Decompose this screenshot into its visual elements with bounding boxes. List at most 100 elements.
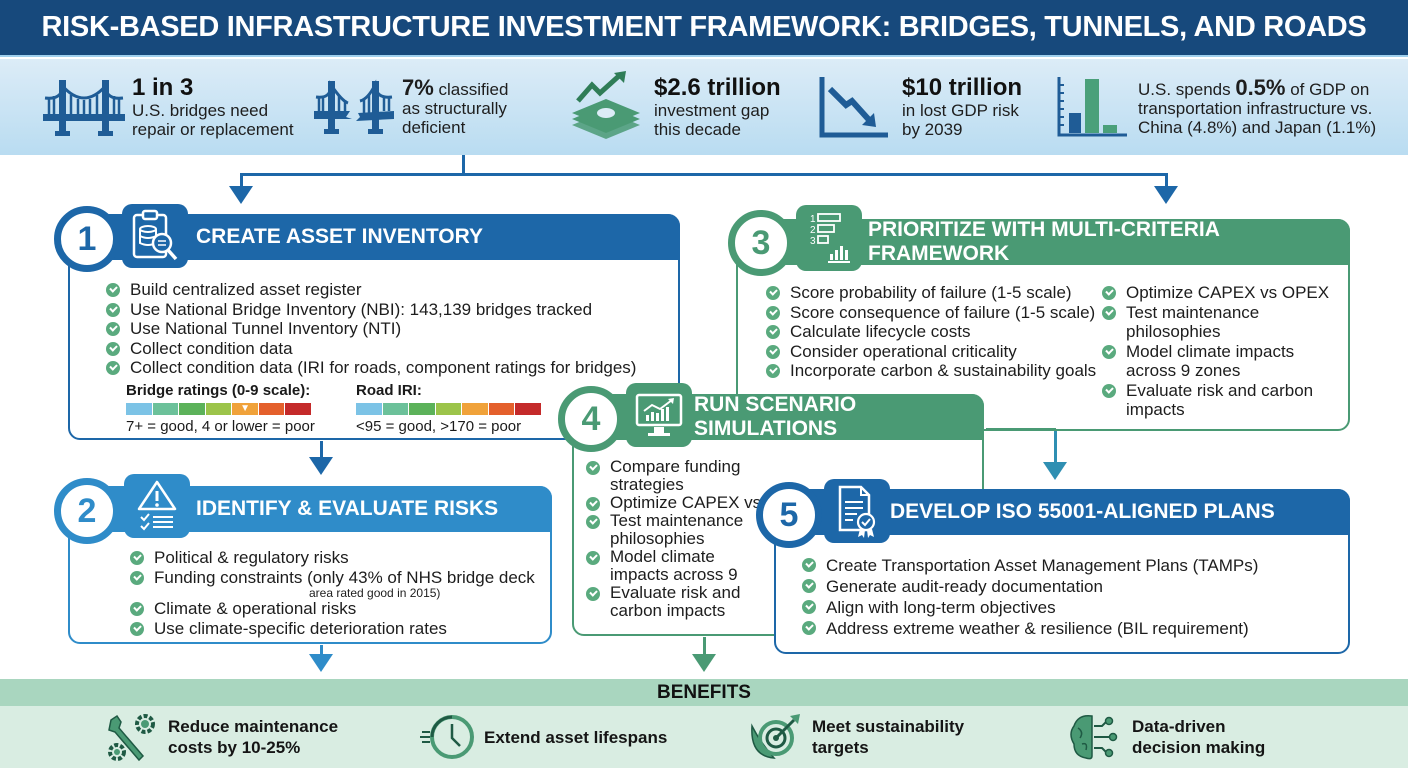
- list-item: Model climate impacts across 9: [586, 548, 766, 584]
- svg-text:3: 3: [810, 236, 816, 247]
- list-item: Collect condition data (IRI for roads, c…: [106, 358, 636, 378]
- connector-line: [1165, 173, 1168, 187]
- list-item: Use National Bridge Inventory (NBI): 143…: [106, 300, 636, 320]
- stat-desc: in lost GDP risk: [902, 101, 1019, 120]
- step-4-title: RUN SCENARIO SIMULATIONS: [694, 393, 857, 440]
- benefit-text: decision making: [1132, 738, 1266, 757]
- clipboard-database-search-icon: [122, 204, 188, 268]
- list-item: Optimize CAPEX vs: [586, 494, 766, 512]
- benefit-reduce-costs: Reduce maintenance costs by 10-25%: [104, 706, 338, 768]
- arrow-down-icon: [1154, 186, 1178, 204]
- stat-desc: U.S. spends: [1138, 79, 1236, 99]
- arrow-down-icon: [309, 654, 333, 672]
- connector-line: [986, 428, 1056, 430]
- list-item: Use climate-specific deterioration rates: [130, 619, 535, 639]
- arrow-down-icon: [1043, 462, 1067, 480]
- list-item: Score consequence of failure (1-5 scale): [766, 303, 1096, 323]
- list-item: Evaluate risk and carbon impacts: [586, 584, 766, 620]
- list-item: Model climate impacts across 9 zones: [1102, 342, 1302, 381]
- svg-text:2: 2: [810, 225, 816, 236]
- benefits-title: BENEFITS: [0, 679, 1408, 706]
- benefit-sustainability: Meet sustainability targets: [748, 706, 964, 768]
- arrow-down-icon: [309, 457, 333, 475]
- stat-desc: classified: [433, 79, 509, 99]
- step-2-number: 2: [54, 478, 120, 544]
- stat-desc: this decade: [654, 120, 741, 139]
- money-growth-icon: [564, 70, 648, 144]
- benefit-extend-lifespans: Extend asset lifespans: [420, 706, 667, 768]
- step-5-title: DEVELOP ISO 55001-ALIGNED PLANS: [890, 500, 1275, 523]
- stat-structurally-deficient: 7% classified as structurally deficient: [312, 59, 508, 155]
- step-3-title: PRIORITIZE WITH MULTI-CRITERIA FRAMEWORK: [868, 218, 1220, 265]
- svg-text:1: 1: [810, 214, 816, 225]
- stat-bridges-repair: 1 in 3 U.S. bridges need repair or repla…: [42, 59, 294, 155]
- list-item-text: Funding constraints (only 43% of NHS bri…: [154, 567, 535, 587]
- benefits-bar: Reduce maintenance costs by 10-25% Exten…: [0, 706, 1408, 768]
- fast-clock-icon: [420, 710, 474, 764]
- road-scale-caption: <95 = good, >170 = poor: [356, 418, 522, 435]
- list-item: Build centralized asset register: [106, 280, 636, 300]
- stat-value: 7%: [402, 74, 434, 100]
- list-item: Test maintenance philosophies: [1102, 303, 1342, 342]
- stat-value: 1 in 3: [132, 74, 194, 101]
- bridge-icon: [42, 70, 126, 144]
- step-5-list: Create Transportation Asset Management P…: [802, 555, 1258, 639]
- stat-desc: repair or replacement: [132, 120, 294, 139]
- step-1-title: CREATE ASSET INVENTORY: [196, 225, 484, 248]
- connector-line: [240, 173, 243, 187]
- list-item: Collect condition data: [106, 339, 636, 359]
- connector-line: [320, 645, 323, 655]
- connector-line: [240, 173, 1168, 176]
- step-1-number: 1: [54, 206, 120, 272]
- step-3-number: 3: [728, 210, 794, 276]
- page-title: RISK-BASED INFRASTRUCTURE INVESTMENT FRA…: [0, 0, 1408, 57]
- stat-desc: of GDP on: [1285, 79, 1370, 99]
- list-item: Climate & operational risks: [130, 599, 535, 619]
- list-item: Generate audit-ready documentation: [802, 576, 1258, 597]
- step-2-title: IDENTIFY & EVALUATE RISKS: [196, 497, 499, 520]
- arrow-down-icon: [229, 186, 253, 204]
- stat-desc: transportation infrastructure vs.: [1138, 98, 1373, 118]
- step-3-list-left: Score probability of failure (1-5 scale)…: [766, 283, 1096, 381]
- step-4-number: 4: [558, 386, 624, 452]
- stat-desc: investment gap: [654, 101, 770, 120]
- stat-desc: U.S. bridges need: [132, 101, 269, 120]
- step-3-list-right: Optimize CAPEX vs OPEX Test maintenance …: [1102, 283, 1342, 420]
- warning-checklist-icon: [124, 474, 190, 538]
- list-item: Address extreme weather & resilience (BI…: [802, 618, 1258, 639]
- list-item: Score probability of failure (1-5 scale): [766, 283, 1096, 303]
- arrow-down-icon: [692, 654, 716, 672]
- benefit-text: Data-driven: [1132, 717, 1226, 736]
- list-item: Calculate lifecycle costs: [766, 322, 1096, 342]
- stat-desc: deficient: [402, 117, 466, 137]
- certified-document-icon: [824, 479, 890, 543]
- connector-line: [462, 155, 465, 175]
- benefit-text: Extend asset lifespans: [484, 727, 668, 747]
- benefit-text: targets: [812, 738, 869, 757]
- stat-value: 0.5%: [1235, 74, 1286, 100]
- benefit-text: Reduce maintenance: [168, 717, 339, 736]
- stat-gdp-spending: U.S. spends 0.5% of GDP on transportatio…: [1052, 59, 1376, 155]
- broken-bridge-icon: [312, 70, 396, 144]
- connector-line: [703, 637, 706, 655]
- stats-bar: 1 in 3 U.S. bridges need repair or repla…: [0, 59, 1408, 155]
- list-item: Consider operational criticality: [766, 342, 1096, 362]
- road-scale-label: Road IRI:: [356, 382, 422, 399]
- connector-line: [1054, 431, 1057, 463]
- stat-value: $10 trillion: [902, 74, 1023, 101]
- list-item: Optimize CAPEX vs OPEX: [1102, 283, 1342, 303]
- step-2-list: Political & regulatory risks Funding con…: [130, 548, 535, 638]
- scale-marker-icon: ▼: [232, 403, 258, 415]
- step-1-list: Build centralized asset register Use Nat…: [106, 280, 636, 378]
- wrench-gear-icon: [104, 710, 158, 764]
- stat-value: $2.6 trillion: [654, 74, 781, 101]
- list-item: Align with long-term objectives: [802, 597, 1258, 618]
- stat-desc: by 2039: [902, 120, 963, 139]
- leaf-target-icon: [748, 710, 802, 764]
- benefit-text: Meet sustainability: [812, 717, 965, 736]
- list-item: Evaluate risk and carbon impacts: [1102, 381, 1322, 420]
- list-item: Test maintenance philosophies: [586, 512, 766, 548]
- connector-line: [320, 441, 323, 459]
- bridge-scale-label: Bridge ratings (0-9 scale):: [126, 382, 311, 399]
